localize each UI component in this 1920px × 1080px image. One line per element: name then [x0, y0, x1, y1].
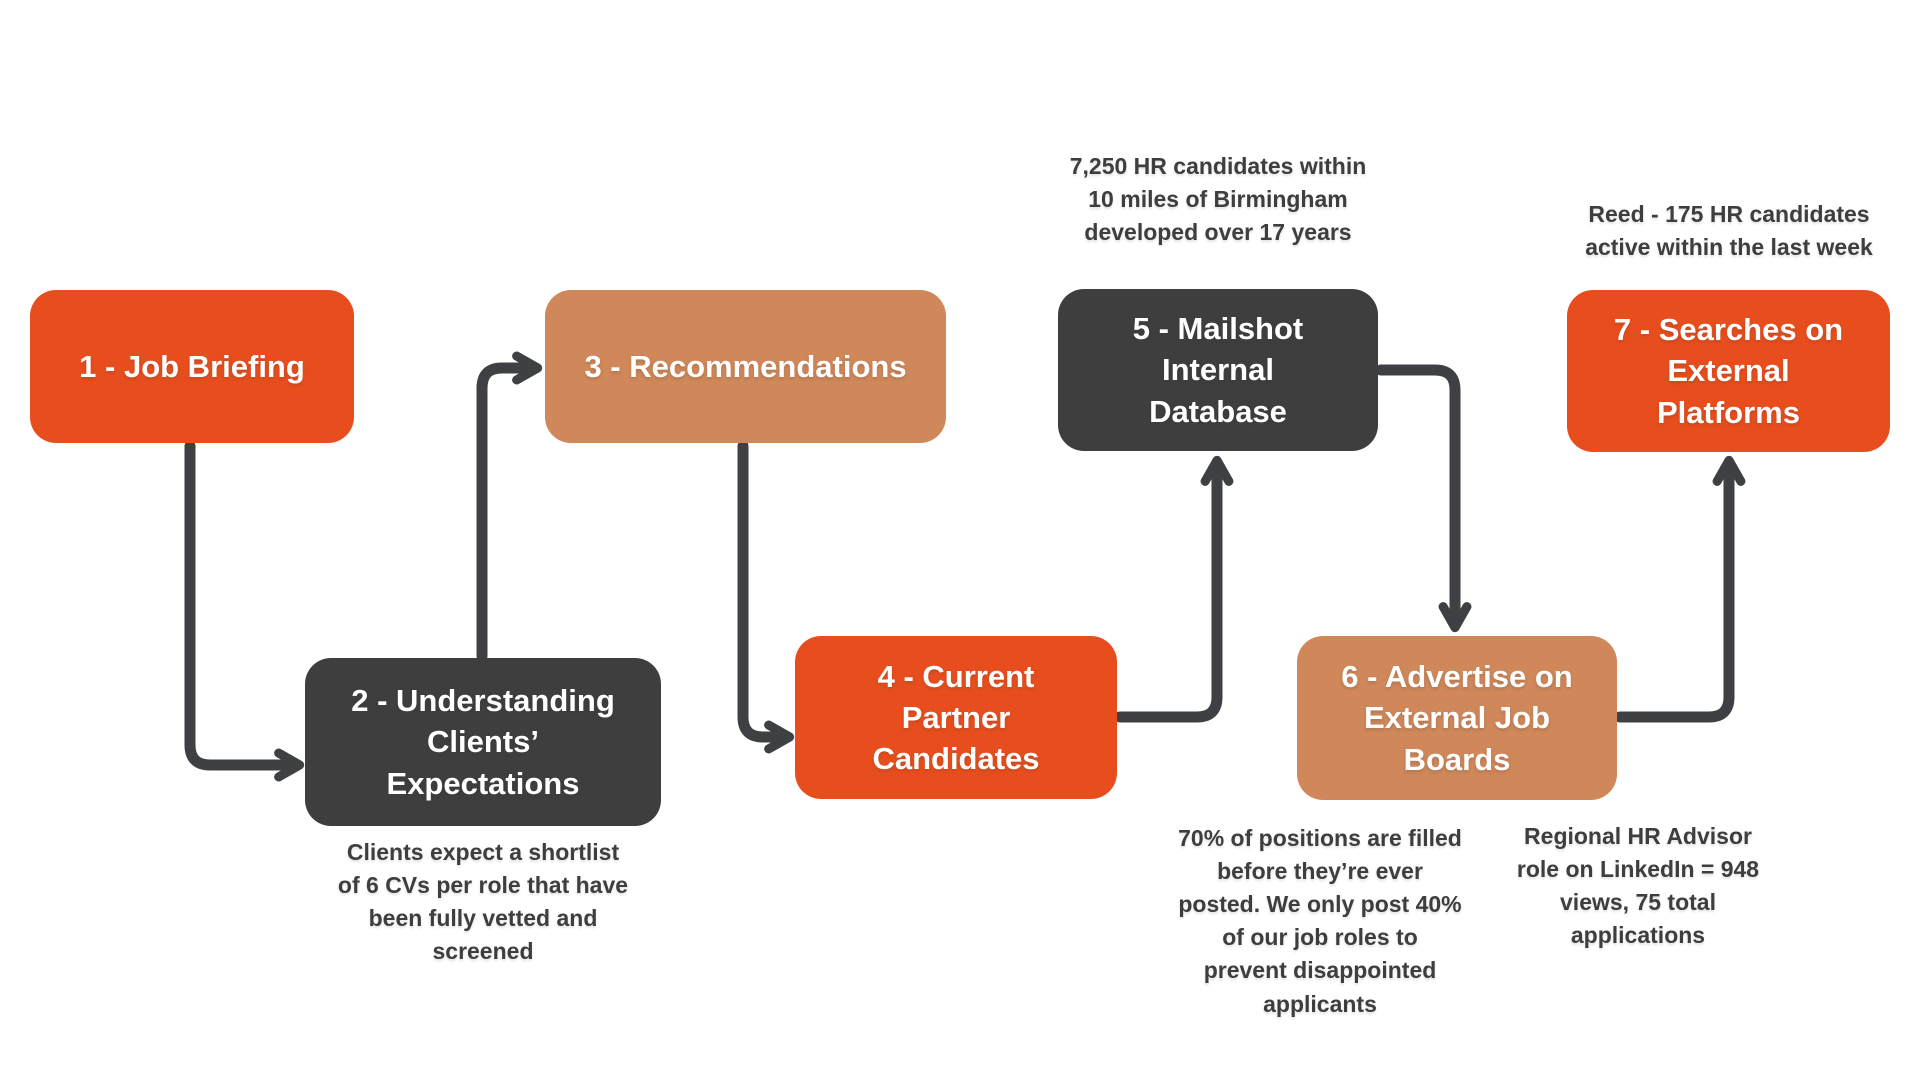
flow-step-1-label: 1 - Job Briefing: [79, 348, 305, 384]
arrow-5-to-6: [1375, 364, 1472, 633]
flow-step-4-current-partner-candidates: 4 - Current Partner Candidates: [795, 636, 1117, 799]
note-linkedin-stat: Regional HR Advisor role on LinkedIn = 9…: [1516, 823, 1760, 949]
flow-step-3-recommendations: 3 - Recommendations: [545, 290, 946, 443]
note-reed-stat: Reed - 175 HR candidates active within t…: [1585, 201, 1873, 261]
arrow-4-to-5: [1114, 455, 1234, 723]
flow-step-5-label: 5 - Mailshot Internal Database: [1132, 311, 1304, 429]
flow-step-6-advertise-external-job-boards: 6 - Advertise on External Job Boards: [1297, 636, 1617, 800]
arrow-3-to-4: [737, 440, 795, 754]
flow-step-2-label: 2 - Understanding Clients’ Expectations: [351, 683, 615, 801]
flow-step-4-label: 4 - Current Partner Candidates: [872, 658, 1040, 777]
arrow-2-to-3: [476, 351, 543, 662]
flow-step-3-label: 3 - Recommendations: [584, 348, 907, 384]
note-database-stat: 7,250 HR candidates within 10 miles of B…: [1069, 153, 1367, 246]
arrow-1-to-2: [184, 440, 305, 782]
note-positions-filled: 70% of positions are filled before they’…: [1178, 825, 1462, 1017]
flow-step-7-label: 7 - Searches on External Platforms: [1613, 312, 1844, 430]
flow-step-1-job-briefing: 1 - Job Briefing: [30, 290, 354, 443]
arrow-6-to-7: [1614, 455, 1746, 723]
flow-step-2-understanding-clients-expectations: 2 - Understanding Clients’ Expectations: [305, 658, 661, 826]
flow-step-7-searches-external-platforms: 7 - Searches on External Platforms: [1567, 290, 1890, 452]
flow-step-6-label: 6 - Advertise on External Job Boards: [1341, 659, 1573, 777]
note-shortlist: Clients expect a shortlist of 6 CVs per …: [337, 839, 629, 965]
flow-step-5-mailshot-internal-database: 5 - Mailshot Internal Database: [1058, 289, 1378, 451]
